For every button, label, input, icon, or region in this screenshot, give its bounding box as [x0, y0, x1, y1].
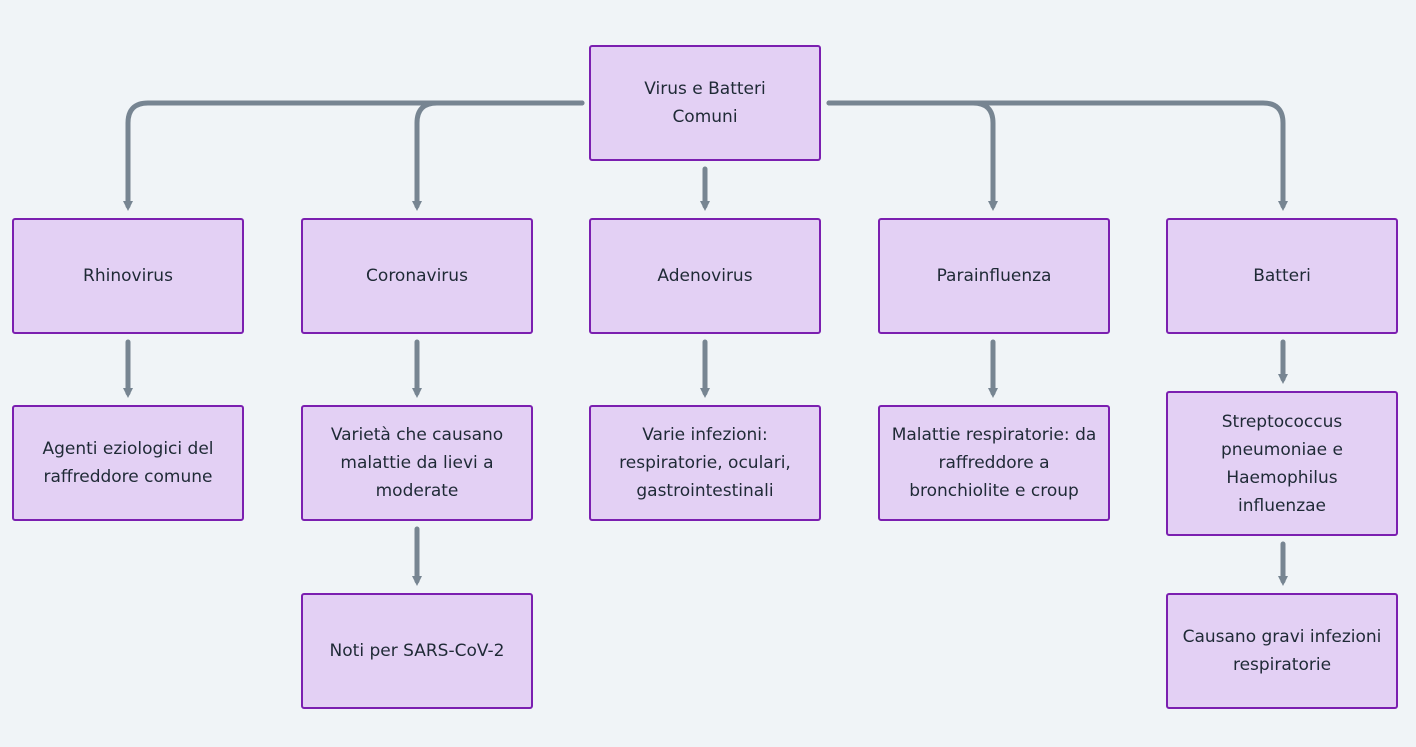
node-parainfluenza-desc: Malattie respiratorie: da raffreddore a …: [878, 405, 1110, 521]
node-parainfluenza-desc-label: Malattie respiratorie: da raffreddore a …: [891, 425, 1097, 501]
node-rhinovirus: Rhinovirus: [12, 218, 244, 334]
node-root: Virus e Batteri Comuni: [589, 45, 821, 161]
node-batteri-desc: Streptococcus pneumoniae e Haemophilus i…: [1166, 391, 1398, 536]
node-parainfluenza-label: Parainfluenza: [936, 266, 1052, 286]
node-coronavirus-note: Noti per SARS-CoV-2: [301, 593, 533, 709]
node-root-label: Virus e Batteri Comuni: [644, 79, 766, 127]
edge-root-to-coronavirus: [412, 100, 585, 211]
node-rhinovirus-label: Rhinovirus: [83, 266, 173, 286]
node-adenovirus-desc-label: Varie infezioni: respiratorie, oculari, …: [619, 425, 791, 501]
node-rhinovirus-desc: Agenti eziologici del raffreddore comune: [12, 405, 244, 521]
node-batteri: Batteri: [1166, 218, 1398, 334]
node-coronavirus-desc: Varietà che causano malattie da lievi a …: [301, 405, 533, 521]
edge-root-to-rhinovirus: [123, 100, 585, 211]
node-adenovirus: Adenovirus: [589, 218, 821, 334]
node-coronavirus-desc-label: Varietà che causano malattie da lievi a …: [330, 425, 504, 501]
node-coronavirus: Coronavirus: [301, 218, 533, 334]
node-adenovirus-label: Adenovirus: [657, 266, 753, 286]
node-parainfluenza: Parainfluenza: [878, 218, 1110, 334]
node-batteri-desc-label: Streptococcus pneumoniae e Haemophilus i…: [1221, 411, 1343, 516]
node-coronavirus-note-label: Noti per SARS-CoV-2: [329, 641, 505, 661]
edge-root-to-batteri: [826, 100, 1288, 211]
edge-root-to-parainfluenza: [826, 100, 998, 211]
node-batteri-label: Batteri: [1253, 266, 1311, 286]
node-batteri-effect-label: Causano gravi infezioni respiratorie: [1182, 627, 1382, 675]
node-adenovirus-desc: Varie infezioni: respiratorie, oculari, …: [589, 405, 821, 521]
node-rhinovirus-desc-label: Agenti eziologici del raffreddore comune: [42, 439, 214, 487]
node-batteri-effect: Causano gravi infezioni respiratorie: [1166, 593, 1398, 709]
node-coronavirus-label: Coronavirus: [366, 266, 468, 286]
